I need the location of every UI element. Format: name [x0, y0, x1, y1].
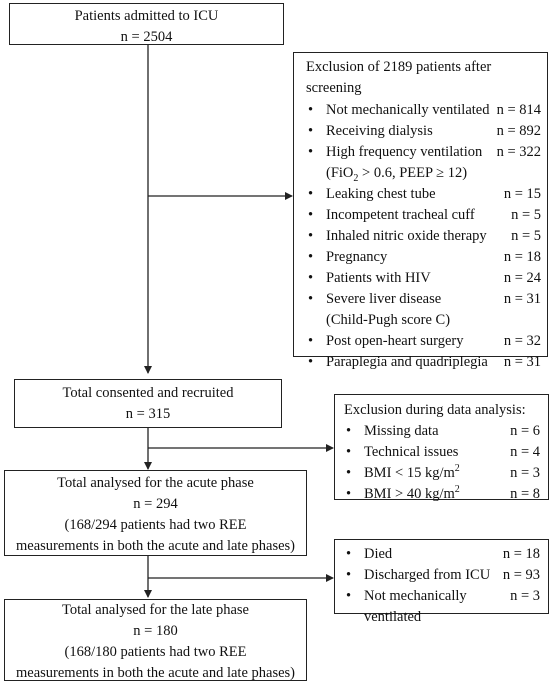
recruited-count: n = 315: [125, 406, 171, 422]
screening-exclusion-box: Exclusion of 2189 patients after screeni…: [293, 52, 548, 370]
late-note-line1: (168/180 patients had two REE: [64, 644, 247, 660]
analysis-exclusion-box: Exclusion during data analysis: •Missing…: [334, 394, 549, 502]
analysis-exclusion-title: Exclusion during data analysis:: [344, 402, 526, 418]
bullet-icon: •: [308, 102, 314, 118]
bullet-icon: •: [308, 207, 314, 223]
bullet-icon: •: [308, 186, 314, 202]
screening-exclusion-title: Exclusion of 2189 patients after screeni…: [306, 59, 492, 96]
late-note-line2: measurements in both the acute and late …: [15, 665, 296, 681]
bullet-icon: •: [308, 228, 314, 244]
bullet-icon: •: [308, 123, 314, 139]
bullet-icon: •: [308, 291, 314, 307]
acute-count: n = 294: [133, 496, 178, 512]
late-title: Total analysed for the late phase: [61, 602, 249, 618]
recruited-box: Total consented and recruited n = 315: [14, 379, 282, 428]
late-phase-box: Total analysed for the late phase n = 18…: [4, 599, 307, 681]
bullet-icon: •: [308, 144, 314, 160]
bullet-icon: •: [308, 333, 314, 349]
bullet-icon: •: [346, 546, 352, 562]
recruited-title: Total consented and recruited: [62, 385, 234, 401]
acute-note-line2: measurements in both the acute and late …: [15, 538, 296, 554]
admitted-title: Patients admitted to ICU: [74, 8, 219, 24]
bullet-icon: •: [346, 567, 352, 583]
admitted-count: n = 2504: [120, 29, 173, 45]
bullet-icon: •: [308, 249, 314, 265]
late-count: n = 180: [133, 623, 178, 639]
bullet-icon: •: [346, 444, 352, 460]
bullet-icon: •: [308, 354, 314, 370]
acute-title: Total analysed for the acute phase: [57, 475, 254, 491]
acute-phase-box: Total analysed for the acute phase n = 2…: [4, 470, 307, 556]
bullet-icon: •: [346, 588, 352, 604]
acute-note-line1: (168/294 patients had two REE: [64, 517, 247, 533]
bullet-icon: •: [308, 270, 314, 286]
bullet-icon: •: [346, 423, 352, 439]
bullet-icon: •: [346, 486, 352, 502]
admitted-box: Patients admitted to ICU n = 2504: [9, 3, 284, 45]
bullet-icon: •: [346, 465, 352, 481]
